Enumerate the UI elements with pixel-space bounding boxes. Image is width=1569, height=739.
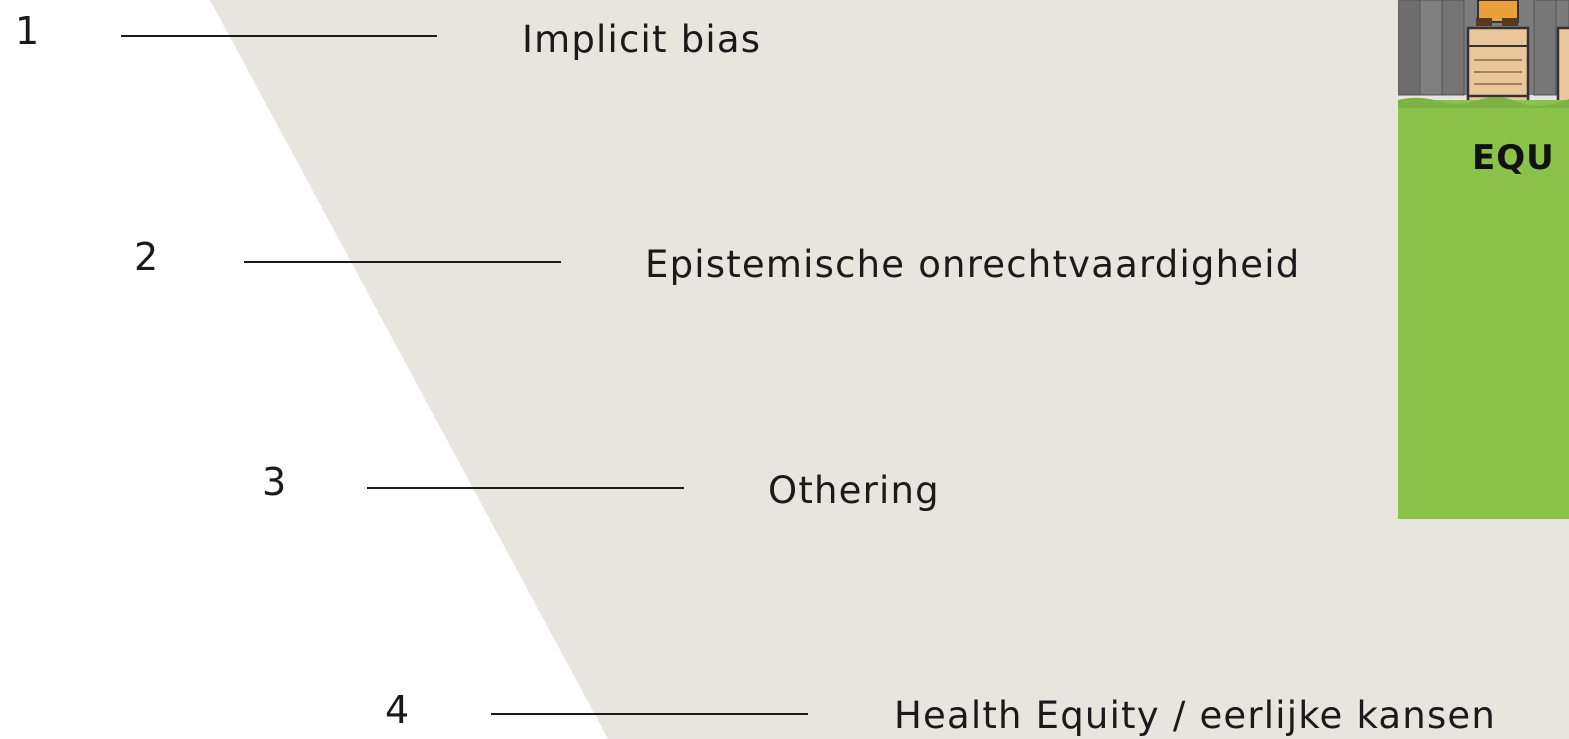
item-label-othering: Othering bbox=[768, 469, 940, 512]
item-label-epistemische-onrechtvaardigheid: Epistemische onrechtvaardigheid bbox=[645, 243, 1301, 286]
item-number-3: 3 bbox=[262, 460, 287, 504]
item-connector-line-1 bbox=[121, 35, 437, 37]
item-number-2: 2 bbox=[134, 235, 159, 279]
item-label-implicit-bias: Implicit bias bbox=[522, 18, 762, 61]
item-label-health-equity: Health Equity / eerlijke kansen bbox=[894, 694, 1497, 737]
item-number-1: 1 bbox=[15, 9, 40, 53]
item-connector-line-4 bbox=[491, 713, 808, 715]
item-connector-line-2 bbox=[244, 261, 561, 263]
equity-illustration bbox=[1398, 0, 1569, 519]
item-connector-line-3 bbox=[367, 487, 684, 489]
item-number-4: 4 bbox=[385, 688, 410, 732]
equity-illustration-graphic bbox=[1398, 0, 1569, 519]
equity-caption-text: EQU bbox=[1472, 138, 1555, 178]
